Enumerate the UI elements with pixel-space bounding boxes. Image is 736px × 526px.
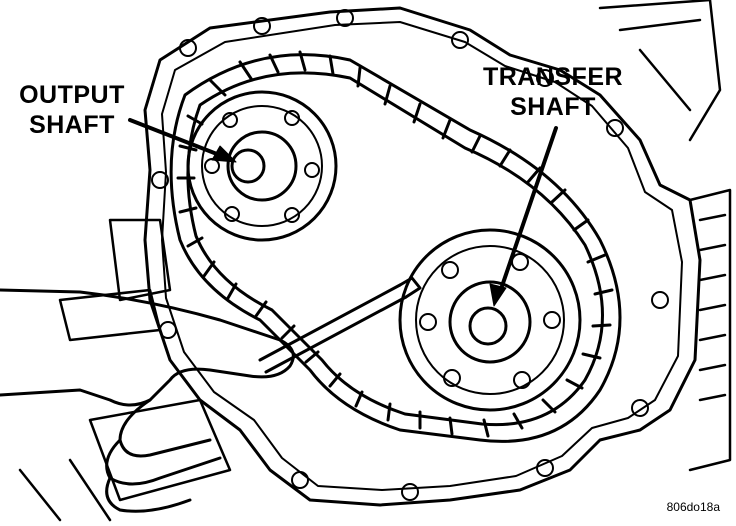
output-shaft-arrow — [128, 118, 224, 158]
case-background-right — [598, 0, 732, 472]
output-shaft-label-line-1: OUTPUT — [19, 81, 125, 109]
transfer-shaft-arrowhead — [489, 283, 507, 307]
output-shaft-label: OUTPUT SHAFT — [6, 80, 138, 140]
drive-chain — [169, 50, 622, 443]
transfer-shaft-arrow — [498, 126, 558, 294]
case-background-left — [18, 218, 232, 522]
transfer-shaft-sprocket — [398, 228, 582, 412]
transfer-shaft-label: TRANSFER SHAFT — [478, 62, 628, 122]
case-housing — [143, 6, 702, 507]
transfer-shaft-label-line-2: SHAFT — [510, 93, 596, 121]
technician-hand-with-pry-tool — [0, 276, 422, 513]
transfer-shaft-label-line-1: TRANSFER — [482, 63, 624, 91]
callout-arrows — [128, 118, 558, 307]
figure-code: 806do18a — [666, 500, 720, 514]
output-shaft-arrowhead — [211, 145, 237, 163]
output-shaft-sprocket — [186, 90, 338, 242]
output-shaft-label-line-2: SHAFT — [29, 111, 115, 139]
